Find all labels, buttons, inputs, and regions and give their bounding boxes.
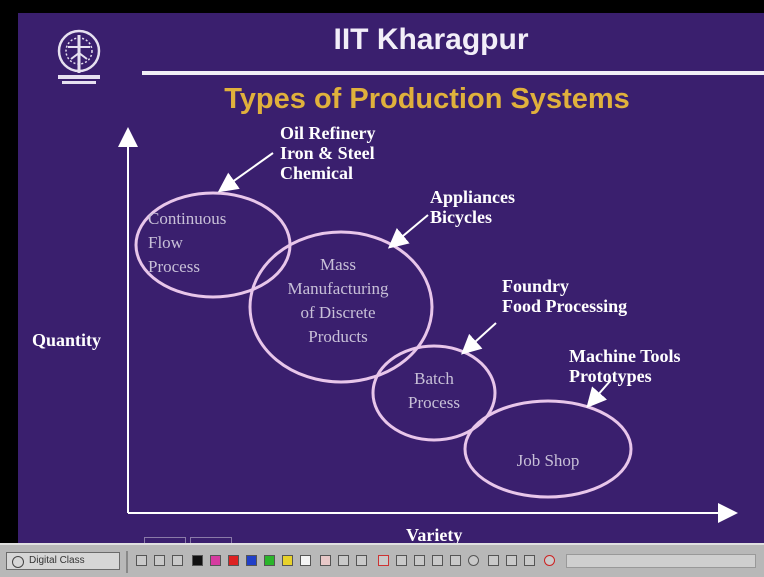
slide-corner-box — [190, 537, 232, 543]
eraser-icon[interactable] — [524, 555, 535, 566]
examples-continuous-flow: Oil Refinery Iron & Steel Chemical — [280, 123, 376, 183]
y-axis-label: Quantity — [32, 330, 102, 350]
system-name-mass-manufacturing: Mass Manufacturing of Discrete Products — [287, 255, 389, 346]
start-button[interactable]: Digital Class — [6, 552, 120, 570]
arrow-continuous-flow — [217, 152, 274, 193]
pointer-icon[interactable] — [320, 555, 331, 566]
ellipse-job-shop — [463, 399, 633, 499]
marker-red-icon[interactable] — [378, 555, 389, 566]
diagram — [118, 127, 738, 523]
rectangle-tool-icon[interactable] — [450, 555, 461, 566]
arrow-batch-process — [461, 322, 497, 355]
marker-icon[interactable] — [396, 555, 407, 566]
color-black[interactable] — [192, 555, 203, 566]
examples-batch-process: Foundry Food Processing — [502, 276, 628, 316]
slide-corner-box — [144, 537, 186, 543]
system-name-batch-process: Batch Process — [408, 369, 460, 412]
ellipse-tool-icon[interactable] — [468, 555, 479, 566]
slide-title: Types of Production Systems — [224, 83, 630, 115]
brush-icon[interactable] — [172, 555, 183, 566]
ellipse-batch-process — [371, 344, 497, 442]
color-blue[interactable] — [246, 555, 257, 566]
color-white[interactable] — [300, 555, 311, 566]
examples-job-shop: Machine Tools Prototypes — [569, 346, 681, 386]
system-name-continuous-flow: Continuous Flow Process — [148, 209, 227, 276]
redo-icon[interactable] — [506, 555, 517, 566]
institute-title: IIT Kharagpur — [333, 23, 529, 56]
title-divider — [142, 71, 764, 75]
iit-logo-icon — [57, 29, 101, 84]
line-tool-icon[interactable] — [432, 555, 443, 566]
ellipse-mass-manufacturing — [248, 230, 434, 384]
start-button-label: Digital Class — [29, 555, 85, 566]
x-axis-label: Variety — [406, 525, 463, 543]
dot-large-icon[interactable] — [356, 555, 367, 566]
arrow-mass-manufacturing — [387, 214, 429, 249]
drawing-toolbar: Digital Class — [0, 543, 764, 577]
examples-mass-manufacturing: Appliances Bicycles — [430, 187, 516, 227]
color-red[interactable] — [228, 555, 239, 566]
arrow-job-shop — [586, 379, 612, 409]
toolbar-separator — [126, 551, 128, 573]
slide: IIT Kharagpur Types of Production System… — [18, 13, 764, 543]
toolbar-status-area — [566, 554, 756, 568]
notes-icon[interactable] — [136, 555, 147, 566]
record-icon[interactable] — [544, 555, 555, 566]
app-icon — [12, 556, 24, 568]
pen-icon[interactable] — [154, 555, 165, 566]
highlighter-icon[interactable] — [414, 555, 425, 566]
color-green[interactable] — [264, 555, 275, 566]
dot-small-icon[interactable] — [338, 555, 349, 566]
system-name-job-shop: Job Shop — [516, 451, 580, 470]
undo-icon[interactable] — [488, 555, 499, 566]
color-magenta[interactable] — [210, 555, 221, 566]
color-yellow[interactable] — [282, 555, 293, 566]
